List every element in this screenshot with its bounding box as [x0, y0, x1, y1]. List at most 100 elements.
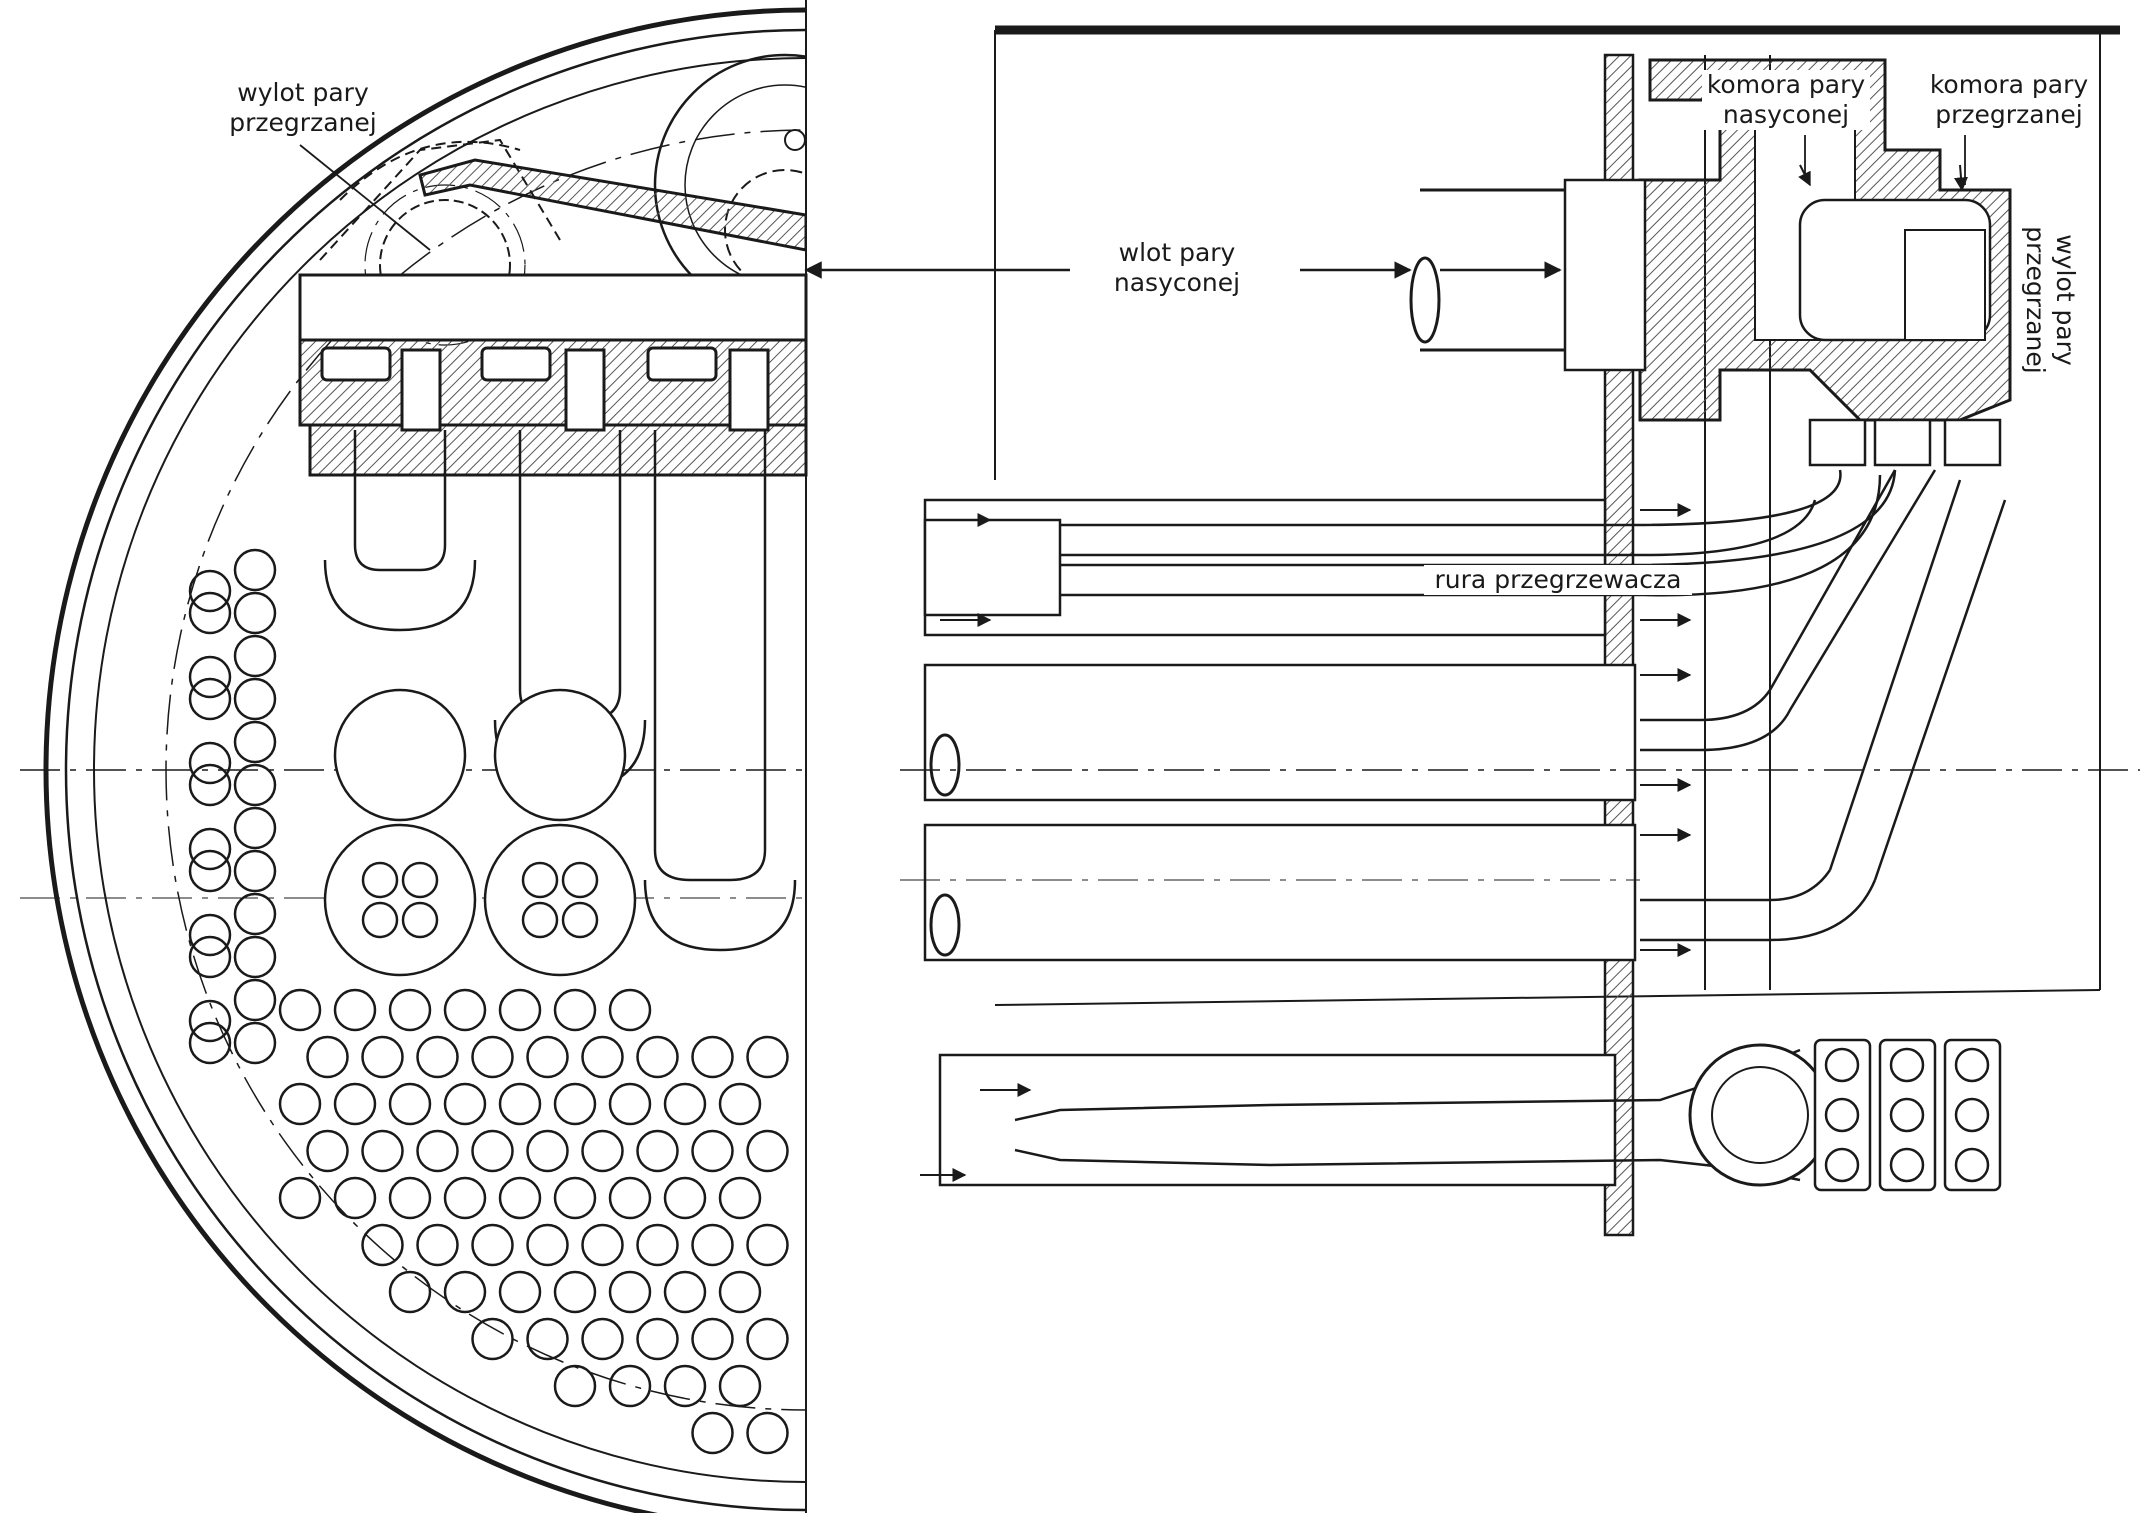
- fire-tube: [233, 720, 277, 764]
- fire-tube: [718, 1082, 762, 1126]
- fire-tube: [608, 1176, 652, 1220]
- fire-tube: [188, 741, 232, 785]
- element-tubes-left: [323, 430, 797, 977]
- label-leaders: [299, 135, 1966, 251]
- fire-tube: [581, 1223, 624, 1267]
- fire-tube: [188, 677, 232, 721]
- longitudinal-section: [804, 25, 2140, 1237]
- fire-tube: [608, 1364, 652, 1408]
- fire-tube: [636, 1129, 679, 1173]
- fire-tube: [278, 1176, 322, 1220]
- fire-tube: [636, 1317, 679, 1361]
- fire-tube: [471, 1129, 514, 1173]
- fire-tube: [746, 1411, 789, 1455]
- fire-tubes: [188, 548, 789, 1455]
- fire-tube: [691, 1035, 734, 1079]
- fire-tube: [233, 763, 277, 807]
- fire-tube: [471, 1317, 514, 1361]
- fire-tube: [636, 1035, 679, 1079]
- fire-tube: [188, 763, 232, 807]
- fire-tube: [553, 1176, 597, 1220]
- fire-tube: [581, 1129, 624, 1173]
- fire-tube: [333, 1082, 377, 1126]
- fire-tube: [691, 1317, 734, 1361]
- label-superheated-outlet-left: wylot pary przegrzanej: [229, 78, 377, 137]
- fire-tube: [388, 1270, 432, 1314]
- fire-tube: [443, 1082, 487, 1126]
- fire-tube: [388, 1082, 432, 1126]
- fire-tube: [361, 1129, 404, 1173]
- fire-tube: [553, 1270, 597, 1314]
- header-clamps: [1813, 1038, 2002, 1192]
- fire-tube: [233, 677, 277, 721]
- fire-tube: [663, 1364, 707, 1408]
- label-superheated-outlet-right: wylot pary przegrzanej: [2021, 226, 2080, 374]
- fire-tube: [188, 999, 232, 1043]
- saturated-steam-pipe: [1420, 188, 1565, 352]
- fire-tube: [388, 1176, 432, 1220]
- fire-tube: [233, 634, 277, 678]
- fire-tube: [718, 1176, 762, 1220]
- label-saturated-chamber: komora pary nasyconej: [1702, 70, 1870, 130]
- fire-tube: [498, 988, 542, 1032]
- fire-tube: [233, 849, 277, 893]
- fire-tube: [188, 827, 232, 871]
- fire-tube: [188, 913, 232, 957]
- fire-tube: [663, 1270, 707, 1314]
- fire-tube: [526, 1317, 569, 1361]
- flow-arrows: [920, 164, 1968, 1182]
- fire-tube: [526, 1129, 569, 1173]
- fire-tube: [608, 1082, 652, 1126]
- fire-tube: [553, 1364, 597, 1408]
- fire-tube: [553, 988, 597, 1032]
- fire-tube: [746, 1129, 789, 1173]
- fire-tube: [553, 1082, 597, 1126]
- boiler-shell-inner: [64, 28, 806, 1512]
- fire-tube: [233, 591, 277, 635]
- fire-tube: [278, 1082, 322, 1126]
- fire-tube: [278, 988, 322, 1032]
- four-tube-cluster: [361, 861, 599, 939]
- fire-tube: [188, 849, 232, 893]
- fire-tube: [416, 1035, 459, 1079]
- label-saturated-inlet: wlot pary nasyconej: [1083, 238, 1271, 298]
- fire-tube: [443, 1176, 487, 1220]
- fire-tube: [471, 1223, 514, 1267]
- fire-tube: [718, 1270, 762, 1314]
- fire-tube: [526, 1035, 569, 1079]
- fire-tube: [188, 655, 232, 699]
- fire-tube: [188, 591, 232, 635]
- fire-tube: [188, 935, 232, 979]
- fire-tube: [608, 1270, 652, 1314]
- fire-tube: [306, 1129, 349, 1173]
- flue-tube-2: [923, 823, 1637, 962]
- fire-tube: [233, 806, 277, 850]
- fire-tube: [233, 892, 277, 936]
- fire-tube: [361, 1035, 404, 1079]
- fire-tube: [233, 978, 277, 1022]
- fire-tube: [333, 1176, 377, 1220]
- fire-tube: [188, 1021, 232, 1065]
- fire-tube: [416, 1129, 459, 1173]
- fire-tube: [718, 1364, 762, 1408]
- fire-tube: [746, 1035, 789, 1079]
- label-superheated-chamber: komora pary przegrzanej: [1925, 70, 2093, 130]
- fire-tube: [663, 1176, 707, 1220]
- fire-tube: [361, 1223, 404, 1267]
- fire-tube: [746, 1317, 789, 1361]
- fire-tube: [233, 935, 277, 979]
- fire-tube: [663, 1082, 707, 1126]
- header-left: [298, 273, 808, 477]
- fire-tube: [636, 1223, 679, 1267]
- fire-tube: [443, 988, 487, 1032]
- fire-tube: [233, 548, 277, 592]
- fire-tube: [188, 569, 232, 613]
- fire-tube: [388, 988, 432, 1032]
- fire-tube: [333, 988, 377, 1032]
- fire-tube: [691, 1223, 734, 1267]
- fire-tube: [498, 1176, 542, 1220]
- fire-tube: [443, 1270, 487, 1314]
- fire-tube: [416, 1223, 459, 1267]
- outlet-pipe-section: [379, 199, 511, 331]
